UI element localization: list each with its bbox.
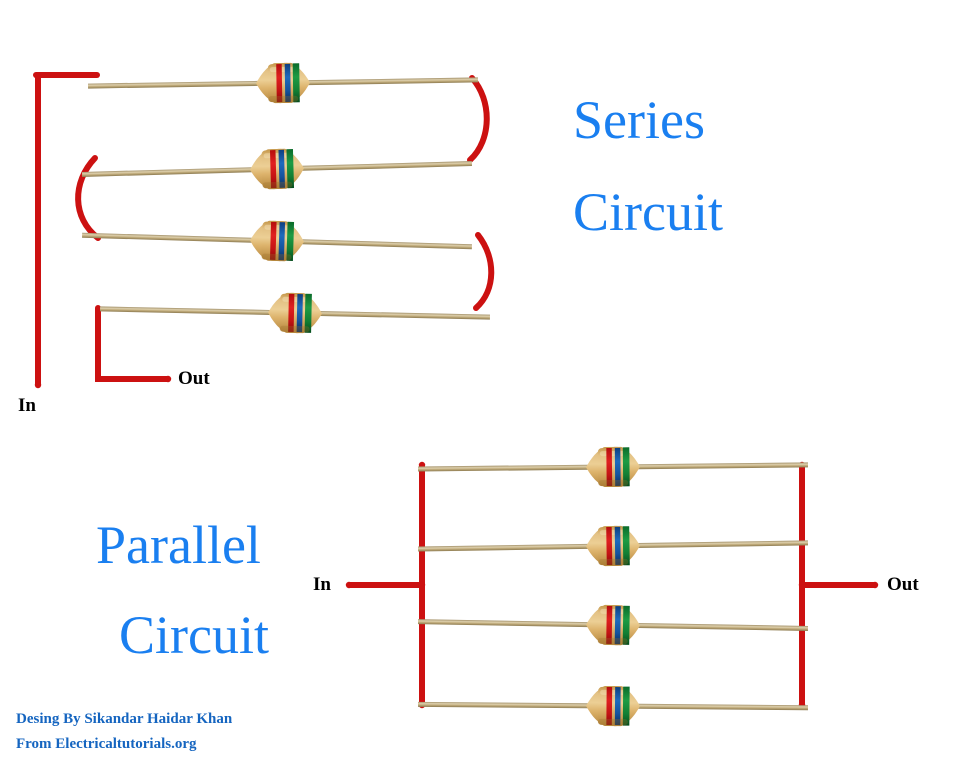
- series-left-connector-1: [75, 155, 101, 241]
- resistor-icon: [417, 444, 809, 490]
- credit-line-author: Desing By Sikandar Haidar Khan: [16, 711, 233, 727]
- resistor-icon: [87, 59, 479, 107]
- resistor-icon: [81, 215, 473, 267]
- resistor-icon: [99, 288, 491, 338]
- series-out-wire: [95, 305, 171, 382]
- parallel-in-label: In: [313, 574, 331, 595]
- series-in-label: In: [18, 395, 36, 416]
- parallel-title-line2: Circuit: [119, 605, 269, 665]
- resistor-icon: [81, 143, 473, 195]
- parallel-resistors: [417, 444, 809, 728]
- parallel-in-node: [418, 581, 426, 589]
- series-resistors: [81, 59, 491, 338]
- parallel-wires: [345, 461, 879, 709]
- series-out-label: Out: [178, 368, 210, 389]
- series-wires: [33, 72, 495, 389]
- parallel-title-line1: Parallel: [96, 515, 261, 575]
- series-right-connector-2: [473, 232, 495, 311]
- series-right-connector-1: [467, 75, 490, 163]
- parallel-out-node: [798, 581, 806, 589]
- parallel-out-label: Out: [887, 574, 919, 595]
- parallel-in-endpoint: [345, 581, 353, 589]
- resistor-icon: [417, 601, 809, 649]
- resistor-icon: [417, 684, 809, 728]
- series-in-endpoint: [34, 381, 42, 389]
- series-out-endpoint: [164, 375, 172, 383]
- series-title-line1: Series: [573, 90, 705, 150]
- resistor-icon: [417, 522, 809, 570]
- credit-line-source: From Electricaltutorials.org: [16, 736, 197, 752]
- series-title-line2: Circuit: [573, 182, 723, 242]
- parallel-out-endpoint: [871, 581, 879, 589]
